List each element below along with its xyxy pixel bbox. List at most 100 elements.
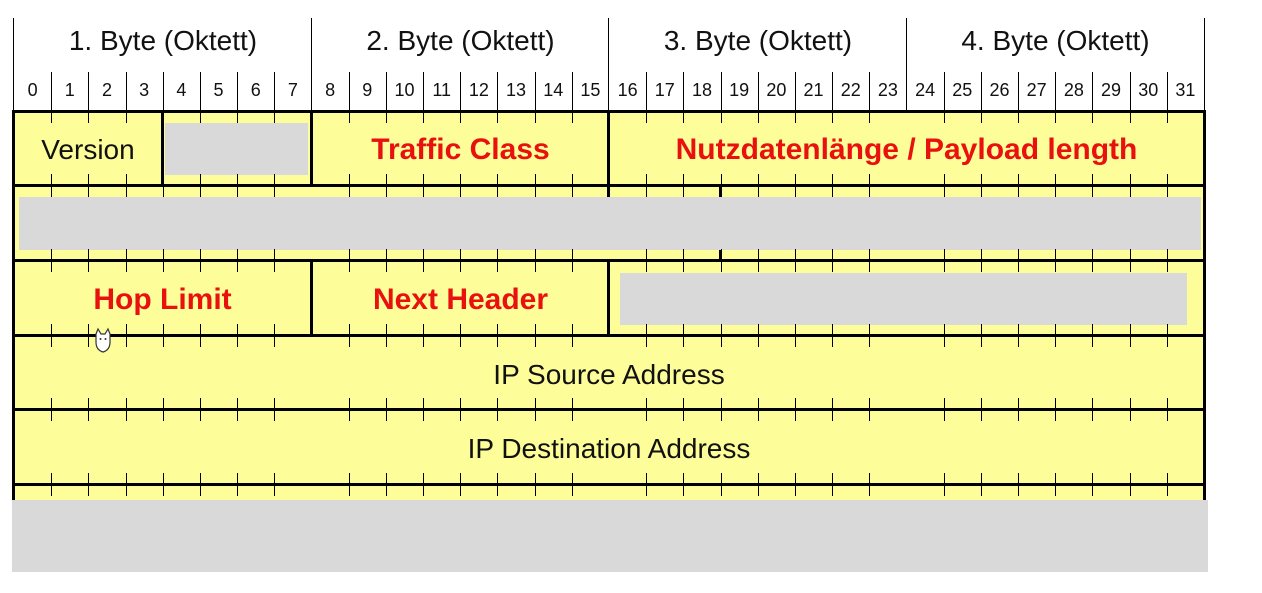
bit-tick: [832, 398, 834, 408]
byte-separator: [906, 18, 907, 110]
bit-tick: [162, 262, 164, 272]
bit-tick: [274, 262, 276, 272]
bit-tick: [125, 337, 127, 347]
bit-tick: [162, 113, 164, 123]
bit-tick: [1055, 249, 1057, 259]
bit-number: 8: [325, 80, 336, 100]
bit-tick: [1092, 187, 1094, 197]
bit-number: 15: [580, 80, 601, 100]
bit-tick: [460, 174, 462, 184]
bit-tick: [385, 398, 387, 408]
bit-tick: [199, 486, 201, 496]
bit-tick: [794, 113, 796, 123]
bit-tick: [646, 473, 648, 483]
field-destination-address: IP Destination Address: [467, 433, 751, 464]
bit-tick: [423, 324, 425, 334]
bit-number: 14: [543, 80, 564, 100]
bit-tick: [88, 249, 90, 259]
bit-tick: [720, 174, 722, 184]
bit-number: 1: [64, 80, 75, 100]
bit-tick: [1018, 113, 1020, 123]
redacted-field: [12, 500, 1208, 572]
bit-tick: [274, 473, 276, 483]
bit-tick: [497, 113, 499, 123]
bit-separator: [1166, 72, 1168, 110]
field-traffic-class: Traffic Class: [371, 133, 550, 166]
bit-tick: [1129, 113, 1131, 123]
bit-tick: [348, 486, 350, 496]
bit-number: 31: [1175, 80, 1196, 100]
bit-tick: [1018, 398, 1020, 408]
bit-tick: [162, 324, 164, 334]
bit-tick: [943, 187, 945, 197]
bit-tick: [423, 113, 425, 123]
bit-tick: [199, 249, 201, 259]
bit-tick: [125, 262, 127, 272]
bit-tick: [980, 324, 982, 334]
bit-tick: [1055, 324, 1057, 334]
bit-tick: [51, 473, 53, 483]
bit-tick: [423, 249, 425, 259]
bit-tick: [274, 249, 276, 259]
bit-tick: [683, 486, 685, 496]
bit-tick: [571, 473, 573, 483]
bit-tick: [1166, 113, 1168, 123]
bit-separator: [720, 72, 722, 110]
bit-tick: [1129, 324, 1131, 334]
field-hop-limit: Hop Limit: [93, 283, 232, 316]
bit-tick: [1166, 174, 1168, 184]
bit-tick: [683, 249, 685, 259]
bit-tick: [571, 411, 573, 421]
bit-tick: [162, 174, 164, 184]
bit-tick: [869, 187, 871, 197]
bit-tick: [199, 174, 201, 184]
bit-tick: [646, 324, 648, 334]
bit-tick: [757, 187, 759, 197]
bit-tick: [794, 324, 796, 334]
bit-tick: [1092, 486, 1094, 496]
bit-tick: [348, 411, 350, 421]
bit-tick: [794, 262, 796, 272]
bit-tick: [1166, 473, 1168, 483]
bit-tick: [88, 262, 90, 272]
bit-number: 30: [1138, 80, 1159, 100]
bit-tick: [1018, 486, 1020, 496]
bit-tick: [1018, 262, 1020, 272]
bit-tick: [757, 262, 759, 272]
bit-tick: [88, 113, 90, 123]
bit-tick: [51, 113, 53, 123]
bit-tick: [460, 411, 462, 421]
bit-tick: [534, 411, 536, 421]
bit-number: 26: [989, 80, 1010, 100]
bit-tick: [869, 411, 871, 421]
bit-tick: [683, 262, 685, 272]
bit-tick: [571, 187, 573, 197]
byte-header-2: 2. Byte (Oktett): [366, 25, 555, 56]
bit-tick: [1129, 249, 1131, 259]
bit-tick: [88, 187, 90, 197]
bit-tick: [832, 324, 834, 334]
bit-tick: [794, 486, 796, 496]
bit-tick: [1129, 262, 1131, 272]
bit-tick: [869, 174, 871, 184]
bit-tick: [646, 486, 648, 496]
byte-separator: [1204, 18, 1205, 110]
bit-tick: [237, 262, 239, 272]
bit-tick: [980, 411, 982, 421]
bit-tick: [571, 398, 573, 408]
field-divider: [607, 185, 610, 197]
bit-tick: [348, 398, 350, 408]
bit-tick: [980, 249, 982, 259]
bit-tick: [720, 324, 722, 334]
bit-tick: [757, 113, 759, 123]
bit-tick: [125, 473, 127, 483]
bit-separator: [274, 72, 276, 110]
bit-tick: [794, 187, 796, 197]
bit-tick: [237, 398, 239, 408]
bit-separator: [1018, 72, 1020, 110]
bit-separator: [88, 72, 90, 110]
bit-tick: [794, 337, 796, 347]
bit-tick: [1055, 113, 1057, 123]
bit-tick: [869, 113, 871, 123]
